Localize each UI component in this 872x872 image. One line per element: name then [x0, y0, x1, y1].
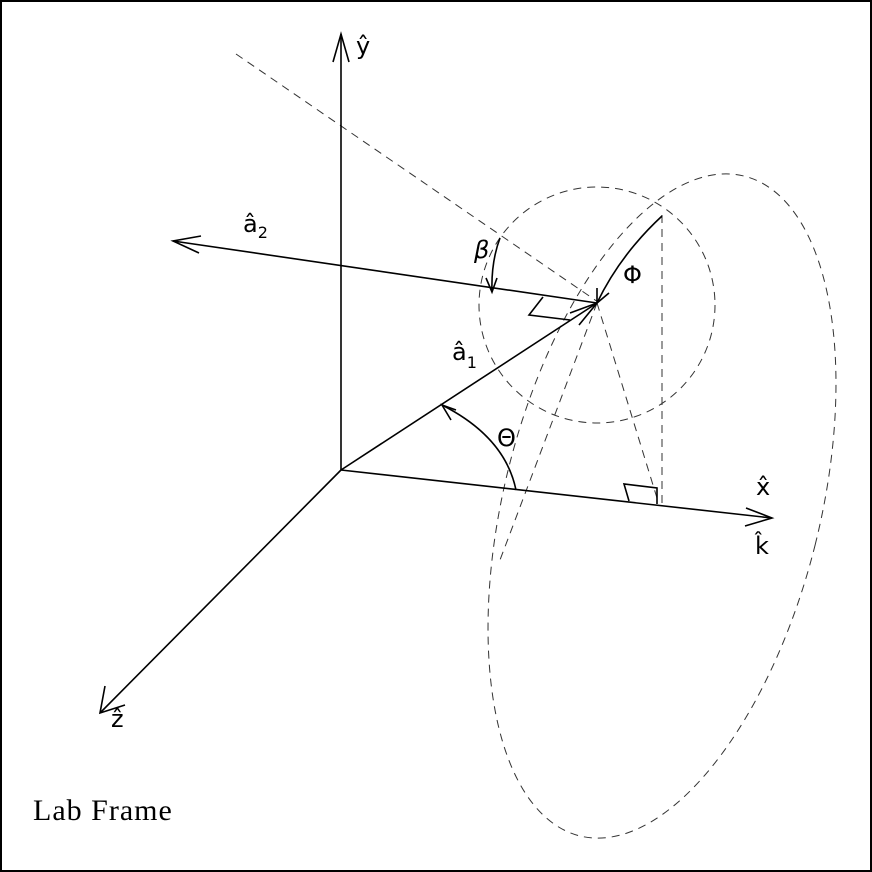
beta-arc-arrowhead	[485, 277, 498, 295]
phi-ellipse	[487, 173, 837, 839]
precession-circle	[478, 186, 716, 424]
x-k-axis	[340, 469, 773, 519]
right-angle-mark-x-axis	[622, 483, 658, 504]
x-axis-label: x̂	[756, 473, 770, 501]
beta-label: β	[473, 236, 489, 264]
y-axis-arrowhead	[332, 31, 350, 63]
phi-arc-arrowhead	[596, 288, 610, 305]
phi-arc	[596, 215, 663, 304]
beta-arc	[491, 237, 501, 293]
a2-arrowhead	[170, 235, 202, 254]
phi-label: Φ	[623, 261, 642, 289]
theta-arc	[441, 404, 517, 491]
k-axis-label: k̂	[754, 532, 769, 560]
z-axis	[99, 469, 342, 714]
projection-line-left	[499, 302, 598, 561]
a2-label: â2	[243, 210, 268, 242]
a1-vector	[340, 302, 598, 471]
a1-label: â1	[452, 338, 477, 372]
x-k-axis-arrowhead	[744, 507, 775, 527]
z-axis-label: ẑ	[111, 705, 124, 733]
beta-reference-dashed-line	[235, 53, 599, 303]
projection-line-right	[596, 302, 658, 499]
z-axis-arrowhead	[98, 685, 126, 715]
right-angle-mark-a1-a2	[527, 296, 571, 321]
y-axis-label: ŷ	[356, 32, 370, 60]
theta-label: Θ	[497, 424, 516, 452]
a2-vector	[172, 240, 598, 304]
caption-lab-frame: Lab Frame	[33, 794, 173, 827]
theta-arc-arrowhead	[440, 403, 457, 421]
